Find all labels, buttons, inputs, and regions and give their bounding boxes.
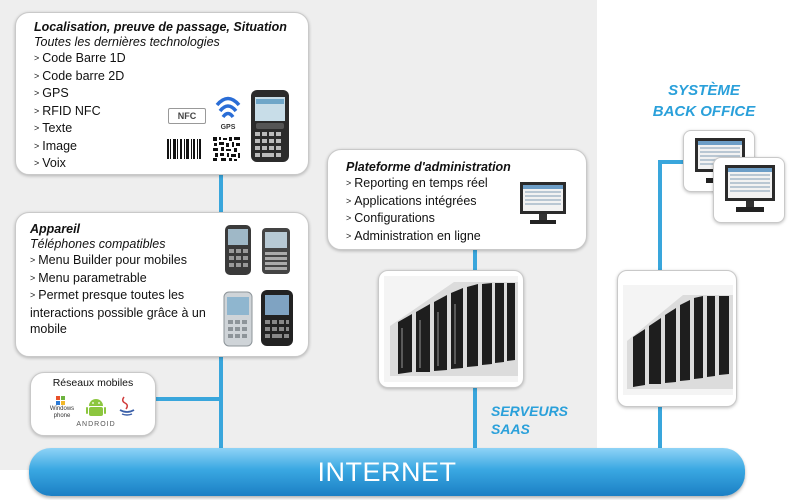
list-item: >Administration en ligne [346, 228, 586, 246]
list-item-text: Configurations [354, 211, 435, 225]
list-item-text: Image [42, 138, 78, 153]
localisation-list: >Code Barre 1D>Code barre 2D>GPS>RFID NF… [34, 50, 308, 173]
list-marker: > [346, 178, 352, 188]
windows-phone-label: Windows phone [49, 406, 75, 419]
list-item-text: Applications intégrées [354, 193, 477, 208]
list-item-text: Menu parametrable [38, 270, 147, 285]
list-item: >Applications intégrées [346, 193, 586, 211]
card-plateforme: Plateforme d'administration >Reporting e… [327, 149, 587, 250]
list-marker: > [30, 255, 36, 265]
list-item: >Code barre 2D [34, 68, 308, 86]
list-marker: > [30, 290, 36, 300]
card-appareil: Appareil Téléphones compatibles >Menu Bu… [15, 212, 309, 357]
list-item-text: Permet presque toutes les interactions p… [30, 288, 206, 336]
list-marker: > [34, 105, 40, 116]
list-item: >GPS [34, 85, 308, 103]
connector-appareil [219, 356, 223, 451]
list-item: >Reporting en temps réel [346, 175, 586, 193]
list-item-text: Code barre 2D [42, 68, 125, 83]
list-item-text: Menu Builder pour mobiles [38, 253, 187, 267]
connector-reseaux-h [155, 397, 223, 401]
list-item: >Permet presque toutes les interactions … [30, 287, 220, 338]
monitor-icon-backoffice-2 [725, 165, 775, 212]
connector-localisation [219, 174, 223, 214]
list-item: >RFID NFC [34, 103, 308, 121]
list-marker: > [34, 123, 40, 133]
reseaux-title: Réseaux mobiles [52, 377, 134, 389]
serveurs-label-line1: SERVEURS [491, 403, 569, 419]
connector-serveurs [473, 386, 477, 451]
server-rack-icon-backoffice [623, 285, 733, 395]
card-localisation: Localisation, preuve de passage, Situati… [15, 12, 309, 175]
list-marker: > [346, 195, 352, 206]
appareil-subtitle: Téléphones compatibles [30, 237, 166, 251]
list-marker: > [346, 213, 352, 223]
list-item-text: Texte [42, 121, 73, 135]
connector-backoffice-server [658, 405, 662, 451]
systeme-label-line2: BACK OFFICE [652, 103, 756, 120]
systeme-back-office-label: SYSTÈME BACK OFFICE [640, 80, 768, 122]
phone-qwerty-icon [262, 228, 290, 274]
monitor-icon [520, 182, 566, 224]
systeme-label-line1: SYSTÈME [668, 82, 740, 99]
connector-backoffice-h [658, 160, 688, 164]
list-item: >Code Barre 1D [34, 50, 308, 68]
serveurs-label-line2: SAAS [491, 421, 530, 437]
windows-phone-icon [56, 396, 65, 405]
list-item: >Texte [34, 120, 308, 138]
list-item: >Image [34, 138, 308, 156]
appareil-title: Appareil [30, 222, 81, 236]
localisation-title: Localisation, preuve de passage, Situati… [34, 20, 287, 34]
android-icon [86, 399, 106, 416]
backoffice-monitor-2 [713, 157, 785, 223]
serveurs-saas-label: SERVEURS SAAS [491, 402, 568, 438]
list-marker: > [346, 230, 352, 241]
barcode-2d-icon [212, 136, 242, 162]
list-item-text: GPS [42, 86, 69, 100]
gps-icon: GPS [215, 96, 241, 131]
connector-plateforme [473, 249, 477, 271]
saas-server-image [378, 270, 524, 388]
smartphone-icon [251, 90, 289, 162]
phone-blackberry-icon [261, 290, 293, 346]
list-item: >Configurations [346, 210, 586, 228]
barcode-1d-icon [167, 139, 201, 159]
list-item-text: Voix [42, 156, 66, 170]
list-item: >Voix [34, 155, 308, 173]
list-item-text: Administration en ligne [354, 228, 481, 243]
list-marker: > [34, 70, 40, 81]
server-rack-icon [384, 276, 518, 382]
gps-label: GPS [221, 124, 236, 131]
card-reseaux: Réseaux mobiles Windows phone ANDROID [30, 372, 156, 436]
phone-candybar-icon [225, 225, 251, 275]
list-item: >Menu Builder pour mobiles [30, 252, 220, 270]
nfc-icon: NFC [168, 108, 206, 124]
android-label: ANDROID [76, 421, 116, 428]
list-item-text: Code Barre 1D [42, 51, 126, 65]
list-marker: > [34, 140, 40, 151]
backoffice-server-image [617, 270, 737, 407]
list-marker: > [30, 272, 36, 283]
list-marker: > [34, 158, 40, 168]
appareil-list: >Menu Builder pour mobiles>Menu parametr… [30, 252, 220, 338]
list-marker: > [34, 53, 40, 63]
list-item-text: Reporting en temps réel [354, 176, 488, 190]
java-icon [119, 396, 135, 416]
connector-backoffice-v [658, 160, 662, 270]
list-item-text: RFID NFC [42, 103, 101, 118]
list-marker: > [34, 88, 40, 98]
list-item: >Menu parametrable [30, 270, 220, 288]
nfc-label: NFC [177, 111, 197, 121]
internet-label: INTERNET [317, 457, 457, 487]
plateforme-title: Plateforme d'administration [346, 160, 511, 174]
internet-bar: INTERNET [29, 448, 745, 496]
localisation-subtitle: Toutes les dernières technologies [34, 35, 220, 49]
plateforme-list: >Reporting en temps réel>Applications in… [346, 175, 586, 245]
phone-silver-icon [223, 291, 253, 347]
